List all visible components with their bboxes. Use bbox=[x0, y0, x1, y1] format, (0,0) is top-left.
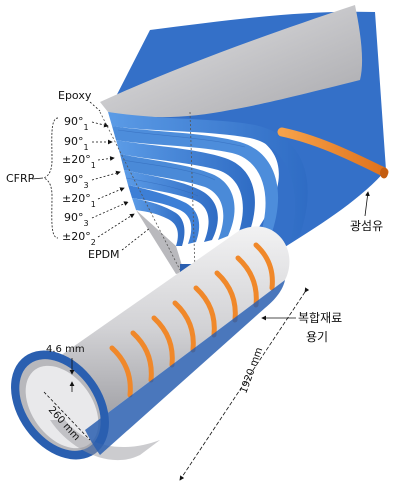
thickness-label: 4.6 mm bbox=[46, 344, 85, 355]
epdm-label: EPDM bbox=[88, 248, 120, 261]
optical-fiber-cable bbox=[277, 127, 389, 179]
layer-label-3: ±20°1 bbox=[62, 153, 96, 170]
layer-label-7: ±20°2 bbox=[62, 230, 96, 247]
layer-leader-6 bbox=[91, 201, 129, 219]
cfrp-brace bbox=[42, 117, 59, 239]
layer-label-6: 90°3 bbox=[64, 211, 89, 228]
diameter-line bbox=[43, 391, 91, 441]
layer-label-5: ±20°1 bbox=[62, 192, 96, 209]
layer-leader-7 bbox=[97, 213, 135, 238]
length-line bbox=[179, 287, 310, 481]
cfrp-label: CFRP bbox=[6, 172, 35, 185]
length-label: 1920 mm bbox=[238, 346, 265, 395]
vessel-label-line1: 복합재료 bbox=[298, 311, 342, 325]
layer-label-4: 90°3 bbox=[64, 173, 89, 190]
layer-leader-5 bbox=[97, 187, 125, 200]
layer-stack-illustration bbox=[100, 5, 386, 274]
epdm-layer-sheet bbox=[136, 210, 184, 274]
optical-fiber-label: 광섬유 bbox=[350, 219, 383, 233]
layer-label-2: 90°1 bbox=[64, 135, 89, 152]
composite-vessel-tube bbox=[11, 226, 290, 461]
layer-label-1: 90°1 bbox=[64, 115, 89, 132]
epoxy-layer-sheet bbox=[100, 5, 363, 118]
vessel-label-line2: 용기 bbox=[306, 330, 328, 344]
layer-leader-3 bbox=[97, 156, 115, 161]
layer-leader-1 bbox=[91, 121, 109, 128]
epoxy-label: Epoxy bbox=[58, 89, 92, 102]
layer-orientation-labels: 90°190°1±20°190°3±20°190°3±20°2 bbox=[62, 115, 135, 247]
layer-leader-4 bbox=[91, 170, 121, 181]
